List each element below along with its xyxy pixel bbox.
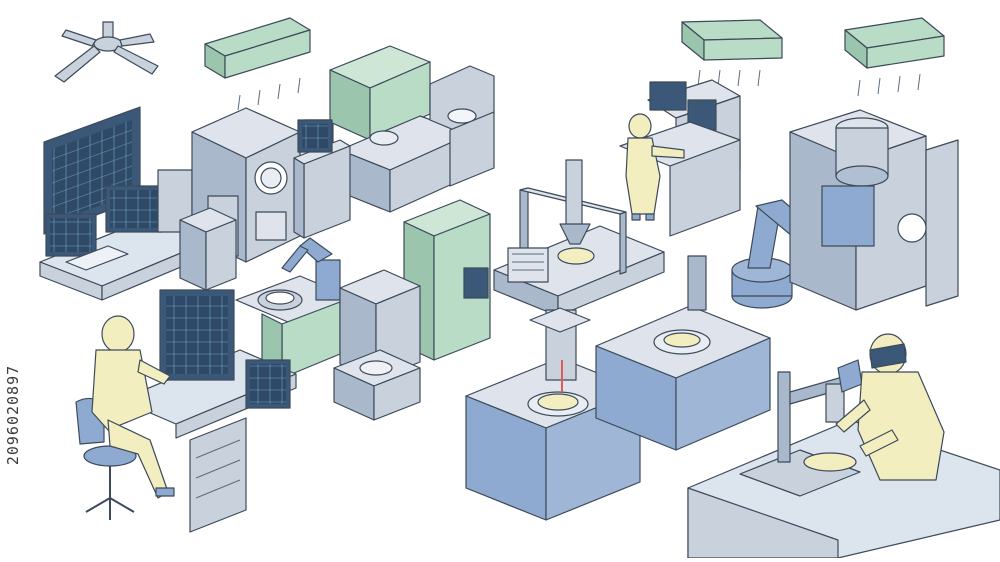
storage-cabinet: [179, 207, 237, 291]
stock-id-text: 2096020897: [4, 364, 22, 466]
deposition-system: [789, 109, 959, 311]
front-desk: [119, 289, 297, 533]
air-conditioner-2: [681, 19, 783, 87]
probe-station-right: [595, 255, 771, 451]
gantry-dispenser: [493, 159, 665, 317]
air-conditioner-3: [844, 17, 945, 97]
technician-standing: [625, 113, 685, 221]
stock-id-watermark: 2096020897: [2, 300, 24, 530]
technician-seated: [91, 315, 175, 499]
ceiling-fan: [54, 21, 159, 83]
wafer-inspection-station-top: [329, 45, 495, 213]
monitor-cart: [293, 119, 351, 239]
probe-station-front: [465, 307, 641, 521]
lithography-tower: [333, 199, 491, 421]
workstation-monitors-top: [39, 106, 213, 301]
robot-arm-left: [235, 237, 353, 379]
air-conditioner-1: [204, 17, 311, 111]
technician-microscope: [835, 333, 945, 481]
